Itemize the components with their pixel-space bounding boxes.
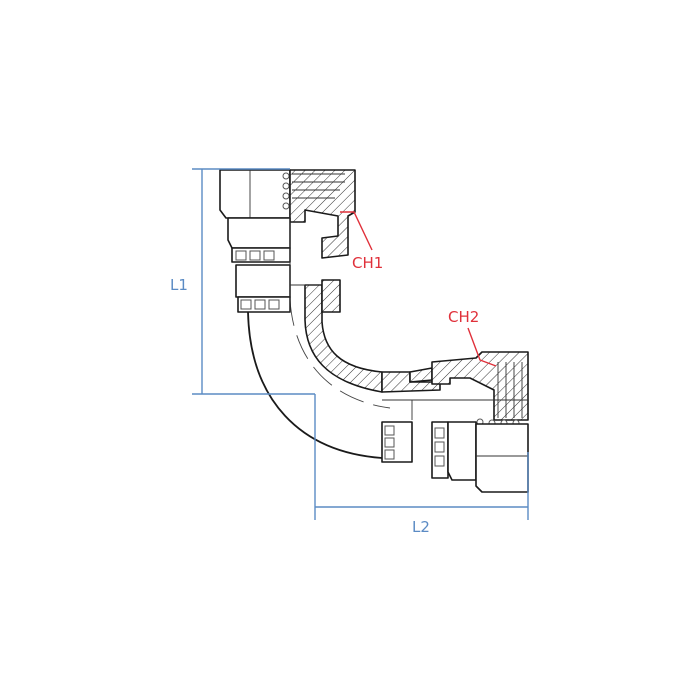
thread-dots (282, 172, 290, 210)
dimension-label-L1: L1 (170, 276, 188, 294)
callout-label-CH1: CH1 (352, 254, 383, 272)
top-swivel-end (219, 169, 356, 313)
callout-CH1: CH1 (340, 211, 383, 272)
right-swivel-end (381, 351, 529, 493)
dimension-L1: L1 (170, 168, 315, 395)
dimension-L2: L2 (314, 394, 529, 536)
dimension-label-L2: L2 (412, 518, 430, 536)
callout-CH2: CH2 (448, 308, 497, 367)
callout-label-CH2: CH2 (448, 308, 479, 326)
